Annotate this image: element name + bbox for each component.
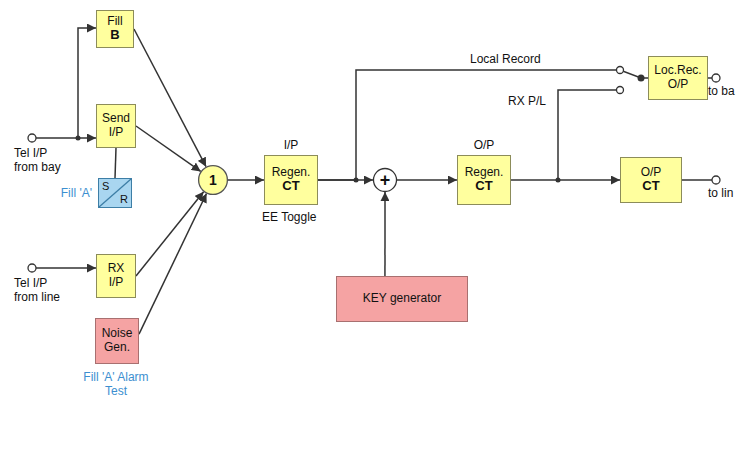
flip-flop: SR <box>98 178 132 208</box>
box-text: CT <box>475 179 492 194</box>
selector-circle: 1 <box>198 165 228 195</box>
box-text: Regen. <box>465 166 504 180</box>
switch-pivot <box>638 75 645 82</box>
box-text: KEY generator <box>363 292 442 306</box>
fill-box: FillB <box>96 10 134 48</box>
adder-circle: + <box>373 168 397 192</box>
line-output-box: O/PCT <box>620 157 682 203</box>
box-text: S <box>102 180 109 193</box>
playback-wire <box>558 90 616 180</box>
mode-label: EE Toggle <box>262 210 317 224</box>
junction-dot <box>354 178 359 183</box>
output-wire <box>682 179 712 181</box>
switch-contact <box>617 87 624 94</box>
box-text: R <box>120 193 128 206</box>
signal-connector <box>139 194 207 335</box>
control-label: Fill 'A' <box>38 186 92 200</box>
regenerator-box: O/PRegen.CT <box>457 155 511 205</box>
terminal-label: Tel I/P from line <box>14 276 70 305</box>
receive-input-box: RX I/P <box>96 254 136 298</box>
local-record-output: Loc.Rec. O/P <box>648 56 708 100</box>
junction-dot <box>76 136 81 141</box>
terminal <box>712 74 720 82</box>
noise-generator: Noise Gen. <box>95 318 139 364</box>
box-text: + <box>380 171 391 189</box>
signal-label: RX P/L <box>508 94 546 108</box>
key-generator: KEY generator <box>336 276 468 322</box>
send-input-box: Send I/P <box>96 104 136 148</box>
input-wire <box>36 267 96 269</box>
junction-dot <box>556 178 561 183</box>
box-text: 1 <box>209 172 217 188</box>
signal-connector <box>384 192 386 276</box>
terminal-label: to lin <box>708 186 733 200</box>
box-text: O/P <box>641 166 662 180</box>
box-text: Noise Gen. <box>98 327 136 355</box>
signal-connector <box>134 29 206 167</box>
signal-connector <box>397 179 457 181</box>
box-text: Send I/P <box>99 112 133 140</box>
terminal-label: Tel I/P from bay <box>14 146 70 175</box>
regenerator-box: I/PRegen.CT <box>264 155 318 205</box>
signal-connector <box>511 179 620 181</box>
input-wire <box>36 137 96 139</box>
signal-connector <box>136 192 204 276</box>
control-label: Fill 'A' Alarm Test <box>83 370 149 399</box>
edge-label: Local Record <box>470 52 541 66</box>
signal-connector <box>136 126 201 171</box>
box-text: Regen. <box>272 166 311 180</box>
terminal-label: to ba <box>708 84 735 98</box>
input-wire <box>78 28 96 138</box>
box-text: Loc.Rec. O/P <box>651 64 705 92</box>
signal-connector <box>228 179 264 181</box>
box-text: CT <box>642 179 659 194</box>
switch-contact <box>617 67 624 74</box>
terminal <box>28 264 36 272</box>
terminal <box>712 176 720 184</box>
box-text: RX I/P <box>99 262 133 290</box>
signal-connector <box>115 148 116 178</box>
box-heading: O/P <box>448 139 520 153</box>
box-text: Fill <box>107 15 122 29</box>
box-text: CT <box>282 179 299 194</box>
box-heading: I/P <box>255 139 327 153</box>
terminal <box>28 134 36 142</box>
box-text: B <box>110 28 119 43</box>
